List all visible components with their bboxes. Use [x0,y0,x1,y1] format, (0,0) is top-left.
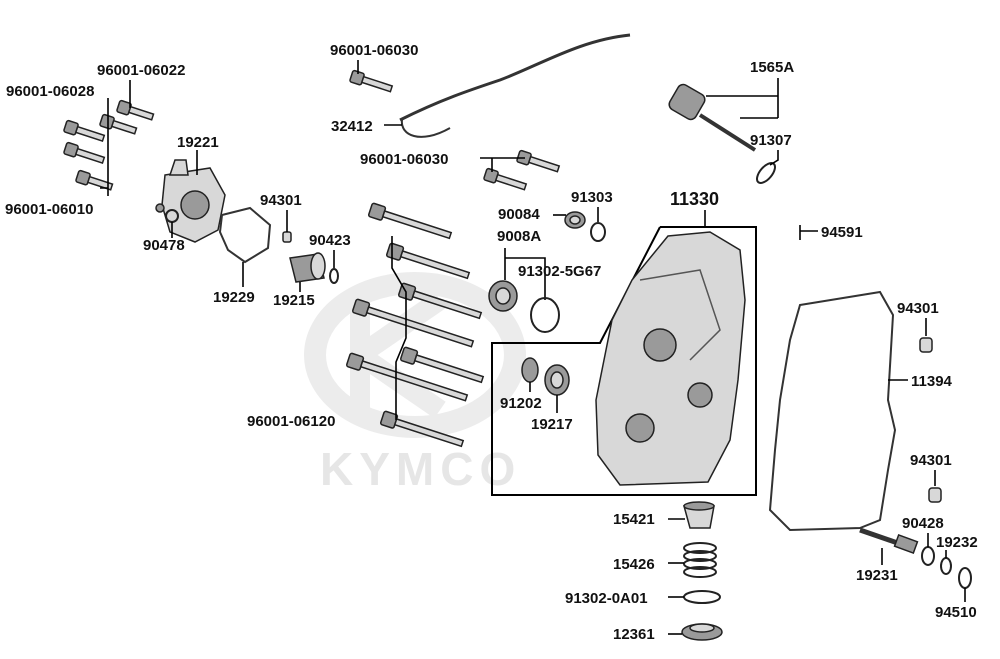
label-9008A: 9008A [497,228,541,245]
label-91302-5G67: 91302-5G67 [518,263,601,280]
o-ring-91302-0A01 [683,590,721,604]
label-94510: 94510 [935,604,977,621]
label-96001-06120: 96001-06120 [247,413,335,430]
dipstick-1565A [668,83,757,152]
leader-96001-06028 [100,98,109,189]
leader-91307 [769,150,779,166]
label-90084: 90084 [498,206,540,223]
label-91307: 91307 [750,132,792,149]
gasket-19229 [218,206,272,264]
cable-32412 [399,33,631,122]
label-90478: 90478 [143,237,185,254]
strainer-15421 [683,501,715,529]
bolt-96001-06030-mid-a [516,149,561,173]
dowel-pin-94301-c [928,487,942,503]
label-90423: 90423 [309,232,351,249]
label-32412: 32412 [331,118,373,135]
label-94301-c: 94301 [910,452,952,469]
o-ring-19232 [940,557,952,575]
label-91302-0A01: 91302-0A01 [565,590,648,607]
long-bolts-96001-06120 [345,202,485,448]
circlip-94510 [958,567,972,589]
strainer-cap-12361 [681,623,723,641]
leader-94591 [799,225,818,240]
kymco-watermark: KYMCO [304,272,526,495]
shaft-19231 [859,527,919,555]
label-19229: 19229 [213,289,255,306]
label-96001-06022: 96001-06022 [97,62,185,79]
label-19217: 19217 [531,416,573,433]
label-19231: 19231 [856,567,898,584]
label-90428: 90428 [902,515,944,532]
bolt-96001-06022 [116,99,155,121]
leader-96001-06120-chain [391,236,407,420]
label-96001-06030-top: 96001-06030 [330,42,418,59]
dowel-pin-94301 [282,231,292,243]
spring-15426 [683,542,717,578]
label-91303: 91303 [571,189,613,206]
label-11330: 11330 [670,189,719,209]
bolt-group-left [63,99,155,191]
label-15421: 15421 [613,511,655,528]
crankcase-cover-11330 [595,231,746,486]
label-19215: 19215 [273,292,315,309]
label-15426: 15426 [613,556,655,573]
o-ring-91307 [756,162,776,184]
oil-seal-9008A [488,280,518,312]
label-96001-06028: 96001-06028 [6,83,94,100]
label-94591: 94591 [821,224,863,241]
bolt-96001-06028-b [63,141,106,164]
o-ring-91303 [590,222,606,242]
water-pump-cover-19221 [155,159,226,243]
label-96001-06030-mid: 96001-06030 [360,151,448,168]
watermark-text: KYMCO [320,443,521,495]
impeller-19215 [289,252,326,283]
leader-box-11330 [491,226,757,496]
bolt-96001-06030-top [349,69,394,93]
leader-9008A [504,248,546,300]
oil-seal-90084 [564,211,586,229]
label-1565A: 1565A [750,59,794,76]
label-91202: 91202 [500,395,542,412]
label-94301-a: 94301 [260,192,302,209]
dowel-pin-94301-b [919,337,933,353]
label-11394: 11394 [911,373,953,390]
leader-96001-06030-mid [480,157,525,172]
bolt-96001-06028 [63,119,106,142]
leader-1565A [706,78,779,119]
bolt-96001-06022-b [99,113,138,135]
bearing-19217 [544,364,570,396]
washer-90423 [329,268,339,284]
washer-90428 [921,546,935,566]
gasket-11394 [768,290,897,532]
label-12361: 12361 [613,626,655,643]
bolt-96001-06030-mid-b [483,167,528,191]
label-19232: 19232 [936,534,978,551]
bolt-96001-06010 [75,169,114,191]
label-94301-b: 94301 [897,300,939,317]
o-ring-91302-5G67 [530,297,560,333]
label-96001-06010: 96001-06010 [5,201,93,218]
label-19221: 19221 [177,134,219,151]
oil-seal-91202 [521,357,539,383]
